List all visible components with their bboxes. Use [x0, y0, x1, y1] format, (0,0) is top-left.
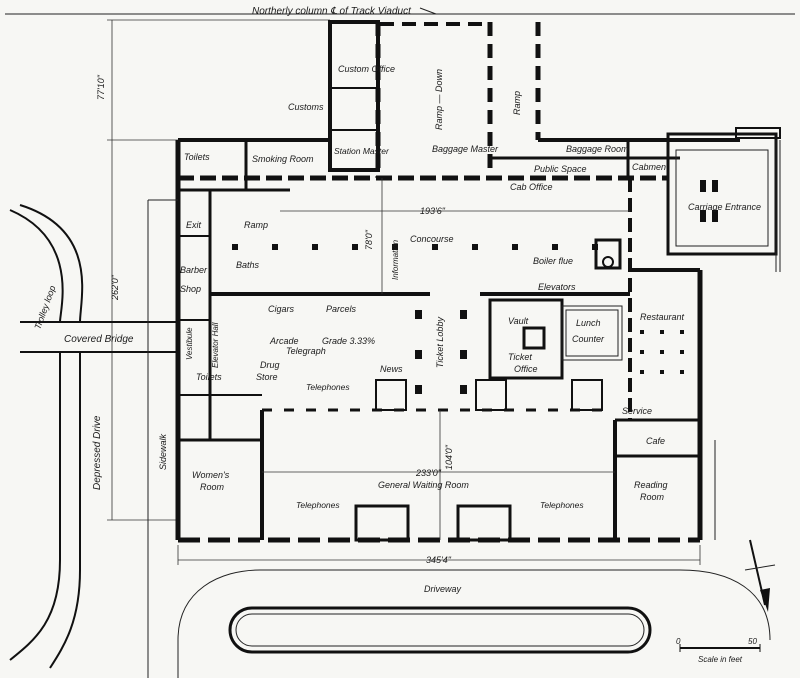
label-track-viaduct: Northerly column ℄ of Track Viaduct: [252, 6, 412, 17]
label-scale-50: 50: [748, 637, 757, 646]
label-scale-0: 0: [676, 637, 681, 646]
label-trolley-loop: Trolley loop: [32, 284, 57, 331]
interior-dimension-lines: [177, 178, 701, 565]
label-concourse: Concourse: [410, 234, 454, 244]
label-lunch-counter-2: Counter: [572, 334, 605, 344]
label-sidewalk: Sidewalk: [158, 433, 168, 470]
label-ticket-office-2: Office: [514, 364, 538, 374]
label-reading-room-2: Room: [640, 492, 665, 502]
label-service: Service: [622, 406, 652, 416]
label-parcels: Parcels: [326, 304, 357, 314]
label-exit: Exit: [186, 220, 202, 230]
dim-262-0: 262'0": [110, 274, 120, 301]
label-ramp-up: Ramp: [512, 91, 522, 115]
label-drug-store-1: Drug: [260, 360, 280, 370]
driveway: [177, 440, 771, 678]
dim-345-4: 345'4": [426, 555, 452, 565]
label-cigars: Cigars: [268, 304, 295, 314]
track-viaduct-line: [5, 7, 795, 15]
label-boiler-flue: Boiler flue: [533, 256, 573, 266]
label-station-master: Station Master: [334, 146, 390, 156]
north-wing-walls: [328, 20, 740, 178]
ticket-office-block: [488, 238, 623, 380]
dim-78-0: 78'0": [364, 229, 374, 250]
label-ramp-down: Ramp — Down: [434, 69, 444, 130]
scale-bar: [679, 644, 761, 652]
label-ticket-lobby: Ticket Lobby: [435, 317, 445, 368]
label-baggage-master: Baggage Master: [432, 144, 499, 154]
dim-233-0: 233'0": [415, 468, 442, 478]
north-arrow-icon: [744, 539, 776, 612]
label-drug-store-2: Store: [256, 372, 278, 382]
label-arcade: Arcade: [269, 336, 299, 346]
column-grid: [232, 244, 684, 394]
label-lunch-counter-1: Lunch: [576, 318, 601, 328]
dim-77-10: 77'10": [96, 74, 106, 100]
label-telegraph: Telegraph: [286, 346, 326, 356]
label-vestibule: Vestibule: [185, 327, 194, 360]
label-vault: Vault: [508, 316, 529, 326]
covered-bridge: [9, 199, 178, 678]
label-ticket-office-1: Ticket: [508, 352, 532, 362]
label-depressed-drive: Depressed Drive: [92, 415, 103, 490]
label-barber-shop-2: Shop: [180, 284, 201, 294]
label-covered-bridge: Covered Bridge: [64, 334, 134, 345]
left-dimension-lines: [107, 19, 330, 521]
label-telephones-3: Telephones: [540, 500, 584, 510]
label-toilets-mid: Toilets: [196, 372, 222, 382]
label-cab-office: Cab Office: [510, 182, 553, 192]
label-carriage-entrance: Carriage Entrance: [688, 202, 761, 212]
label-reading-room-1: Reading: [634, 480, 668, 490]
label-information: Information: [391, 239, 400, 280]
label-smoking-room: Smoking Room: [252, 154, 314, 164]
label-public-space: Public Space: [534, 164, 587, 174]
label-telephones-1: Telephones: [306, 382, 350, 392]
south-bays: [354, 379, 603, 542]
label-custom-office: Custom Office: [338, 64, 395, 74]
label-womens-room-1: Women's: [192, 470, 230, 480]
label-restaurant: Restaurant: [640, 312, 685, 322]
plan-labels: Northerly column ℄ of Track Viaduct Cust…: [32, 6, 761, 664]
label-news: News: [380, 364, 403, 374]
dimension-labels: 77'10" 262'0" 193'6" 78'0" 233'0" 104'0"…: [96, 74, 454, 565]
label-elevators: Elevators: [538, 282, 576, 292]
label-cafe: Cafe: [646, 436, 665, 446]
label-cabmen: Cabmen: [632, 162, 666, 172]
dim-193-6: 193'6": [420, 206, 446, 216]
label-baggage-room: Baggage Room: [566, 144, 629, 154]
label-toilets-top: Toilets: [184, 152, 210, 162]
label-scale: Scale in feet: [698, 655, 743, 664]
label-general-waiting-room: General Waiting Room: [378, 480, 469, 490]
dim-104-0: 104'0": [444, 444, 454, 470]
label-womens-room-2: Room: [200, 482, 225, 492]
label-driveway: Driveway: [424, 584, 462, 594]
main-building-walls: [175, 138, 703, 543]
label-barber-shop-1: Barber: [180, 265, 208, 275]
label-ramp-left: Ramp: [244, 220, 268, 230]
carriage-entrance-block: [666, 127, 781, 272]
label-grade: Grade 3.33%: [322, 336, 375, 346]
label-baths: Baths: [236, 260, 260, 270]
label-telephones-2: Telephones: [296, 500, 340, 510]
label-elevator-hall: Elevator Hall: [211, 322, 220, 368]
label-customs: Customs: [288, 102, 324, 112]
